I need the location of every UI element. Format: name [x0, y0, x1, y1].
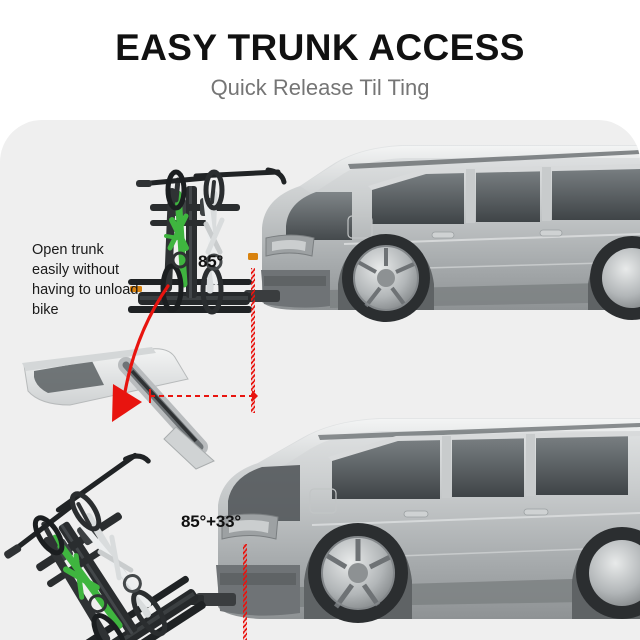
angle-label-tilted: 85°+33°	[181, 512, 241, 531]
page-title: EASY TRUNK ACCESS	[115, 27, 525, 68]
header: EASY TRUNK ACCESS Quick Release Til Ting	[0, 0, 640, 120]
bike-green-top	[136, 169, 209, 313]
angle-label-upright: 85°	[198, 252, 224, 271]
content-panel: Open trunk easily without having to unlo…	[0, 120, 640, 640]
tilt-direction-arrow	[112, 284, 170, 422]
reference-line-upright	[251, 268, 255, 413]
scene-upright	[0, 120, 640, 340]
suv-top	[261, 145, 640, 322]
bike-white-top	[193, 167, 287, 315]
measure-arrow-upright	[149, 389, 258, 403]
reference-line-tilted	[243, 544, 247, 640]
open-tailgate	[22, 347, 215, 470]
measure-arrow-tilted	[178, 632, 264, 640]
tilted-rack-with-bikes	[4, 452, 206, 640]
caption-text: Open trunk easily without having to unlo…	[32, 242, 139, 318]
suv-bottom	[216, 418, 640, 623]
scene-tilted	[0, 335, 640, 640]
page-subtitle: Quick Release Til Ting	[210, 75, 430, 100]
